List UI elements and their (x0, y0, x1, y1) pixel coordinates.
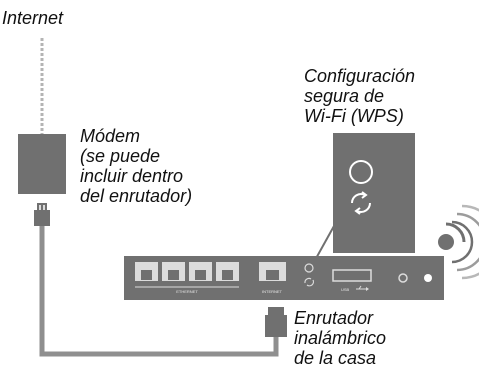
internet-label: Internet (2, 8, 64, 28)
internet-port-label: INTERNET (262, 289, 283, 294)
power-jack (424, 274, 432, 282)
wifi-signal-icon (438, 204, 479, 280)
wps-refresh-icon (349, 160, 373, 215)
ethernet-cable (39, 226, 279, 357)
router-label: Enrutador inalámbrico de la casa (294, 308, 387, 368)
ethernet-port-label: ETHERNET (176, 289, 198, 294)
usb-port (332, 269, 372, 282)
wps-label: Configuración segura de Wi-Fi (WPS) (304, 66, 416, 126)
modem-label: Módem (se puede incluir dentro del enrut… (80, 126, 193, 206)
wps-button-icon (304, 263, 315, 287)
modem-plug (34, 210, 50, 226)
router-plug (265, 315, 287, 337)
usb-symbol-icon (356, 285, 369, 291)
modem-device (18, 134, 66, 194)
internet-port (259, 262, 286, 281)
usb-port-label: USB (341, 287, 350, 292)
wps-panel (333, 133, 415, 253)
ethernet-ports (135, 262, 239, 281)
power-button (398, 273, 408, 283)
